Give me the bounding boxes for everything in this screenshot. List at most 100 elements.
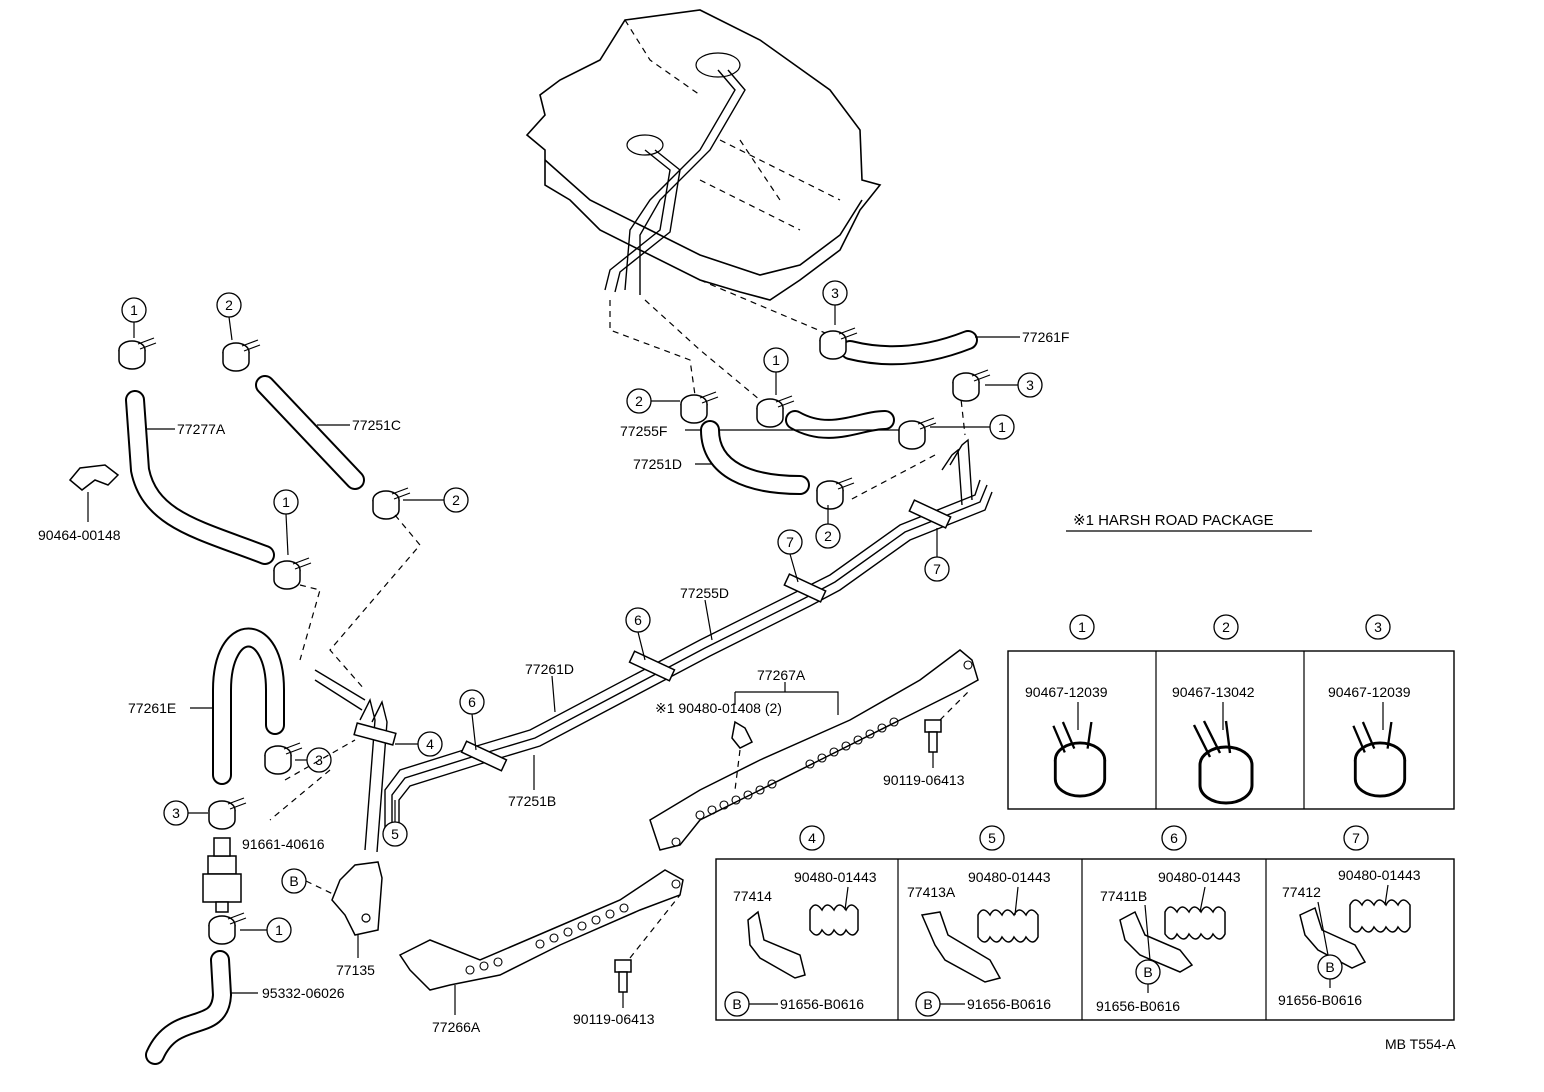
bolt-part-7: 91656-B0616: [1278, 992, 1362, 1008]
svg-text:4: 4: [426, 736, 434, 752]
svg-text:1: 1: [772, 352, 780, 368]
clip-icon: [816, 477, 855, 510]
clamp-part-4: 90480-01443: [794, 869, 877, 885]
clip-90464: [68, 464, 120, 491]
svg-text:2: 2: [225, 297, 233, 313]
bracket-part-6: 77411B: [1100, 888, 1147, 904]
callout-1: 1: [273, 489, 299, 515]
clamp-part-6: 90480-01443: [1158, 869, 1241, 885]
clip-icon: [273, 557, 312, 590]
svg-text:B: B: [1325, 959, 1334, 975]
callout-1: 1: [763, 347, 789, 373]
label-95332-06026: 95332-06026: [262, 985, 345, 1001]
clip-part-2: 90467-13042: [1172, 684, 1255, 700]
fuel-filter: [202, 837, 242, 913]
callout-1: 1: [1069, 614, 1095, 640]
hose-77261E: [212, 627, 285, 785]
clip-icon: [731, 720, 754, 749]
svg-text:B: B: [1143, 964, 1152, 980]
clamp-icon: [1164, 906, 1226, 940]
clip-icon: [1192, 720, 1254, 805]
clip-icon: [222, 339, 261, 372]
hose-77277A: [125, 390, 275, 565]
bracket-icon: [1299, 906, 1367, 969]
tube-protector-77266A: [398, 869, 684, 991]
harsh-road-note: ※1 HARSH ROAD PACKAGE: [1073, 512, 1274, 529]
svg-text:6: 6: [468, 694, 476, 710]
callout-4: 4: [799, 825, 825, 851]
callout-1: 1: [989, 414, 1015, 440]
clip-part-1: 90467-12039: [1025, 684, 1108, 700]
clip-icon: [208, 797, 247, 830]
label-77261E: 77261E: [128, 700, 176, 716]
bolt-part-6: 91656-B0616: [1096, 998, 1180, 1014]
clip-part-3: 90467-12039: [1328, 684, 1411, 700]
callout-6: 6: [1161, 825, 1187, 851]
clip-icon: [208, 912, 247, 945]
callout-4: 4: [417, 731, 443, 757]
bracket-77135: [331, 861, 383, 936]
svg-text:1: 1: [998, 419, 1006, 435]
callout-1: 1: [266, 917, 292, 943]
clip-icon: [898, 417, 937, 450]
svg-text:1: 1: [130, 302, 138, 318]
callout-7: 7: [777, 529, 803, 555]
callout-2: 2: [216, 292, 242, 318]
clamp-table: 4 5 6 7 90480-01443 77414 B 91656-B0616 …: [715, 825, 1455, 1021]
svg-text:1: 1: [1078, 619, 1086, 635]
label-harsh-clip: ※1 90480-01408 (2): [655, 700, 782, 716]
bracket-part-7: 77412: [1282, 884, 1321, 900]
clip-icon: [372, 487, 411, 520]
clamp-band: [353, 722, 397, 746]
footer-code: MB T554-A: [1385, 1036, 1456, 1052]
hose-95332-06026: [145, 950, 232, 1065]
svg-text:1: 1: [282, 494, 290, 510]
callout-b: B: [915, 991, 941, 1017]
clamp-band: [908, 499, 952, 529]
callout-5: 5: [382, 821, 408, 847]
callout-5: 5: [979, 825, 1005, 851]
clamp-band: [783, 573, 827, 603]
svg-text:7: 7: [933, 561, 941, 577]
clip-icon: [118, 337, 157, 370]
label-77255D: 77255D: [680, 585, 729, 601]
callout-3: 3: [822, 280, 848, 306]
clip-icon: [680, 391, 719, 424]
clip-icon: [952, 369, 991, 402]
svg-text:3: 3: [315, 752, 323, 768]
svg-text:6: 6: [1170, 830, 1178, 846]
hose-77255F: [785, 410, 895, 439]
label-90119-lower: 90119-06413: [573, 1011, 655, 1027]
label-77251D: 77251D: [633, 456, 682, 472]
label-77267A: 77267A: [757, 667, 806, 683]
callout-b: B: [1135, 959, 1161, 985]
callout-2: 2: [1213, 614, 1239, 640]
bracket-part-4: 77414: [733, 888, 772, 904]
label-91661-40616: 91661-40616: [242, 836, 325, 852]
callout-b: B: [1317, 954, 1343, 980]
svg-text:6: 6: [634, 612, 642, 628]
clamp-part-7: 90480-01443: [1338, 867, 1421, 883]
callout-6: 6: [459, 689, 485, 715]
bolt-icon: [924, 719, 942, 753]
tube-protector-77267A: [649, 649, 979, 851]
callout-6: 6: [625, 607, 651, 633]
clamp-icon: [977, 909, 1039, 943]
bracket-part-5: 77413A: [907, 884, 956, 900]
label-77266A: 77266A: [432, 1019, 481, 1035]
svg-text:5: 5: [988, 830, 996, 846]
bolt-icon: [614, 959, 632, 993]
label-77251C: 77251C: [352, 417, 401, 433]
svg-text:2: 2: [824, 528, 832, 544]
clamp-icon: [1349, 899, 1411, 933]
callout-3: 3: [306, 747, 332, 773]
svg-text:B: B: [923, 996, 932, 1012]
callout-b: B: [281, 868, 307, 894]
svg-text:2: 2: [1222, 619, 1230, 635]
clamp-band: [460, 740, 508, 772]
hose-77251C: [255, 375, 365, 490]
clip-icon: [1352, 721, 1407, 798]
label-77261D: 77261D: [525, 661, 574, 677]
svg-text:2: 2: [635, 393, 643, 409]
